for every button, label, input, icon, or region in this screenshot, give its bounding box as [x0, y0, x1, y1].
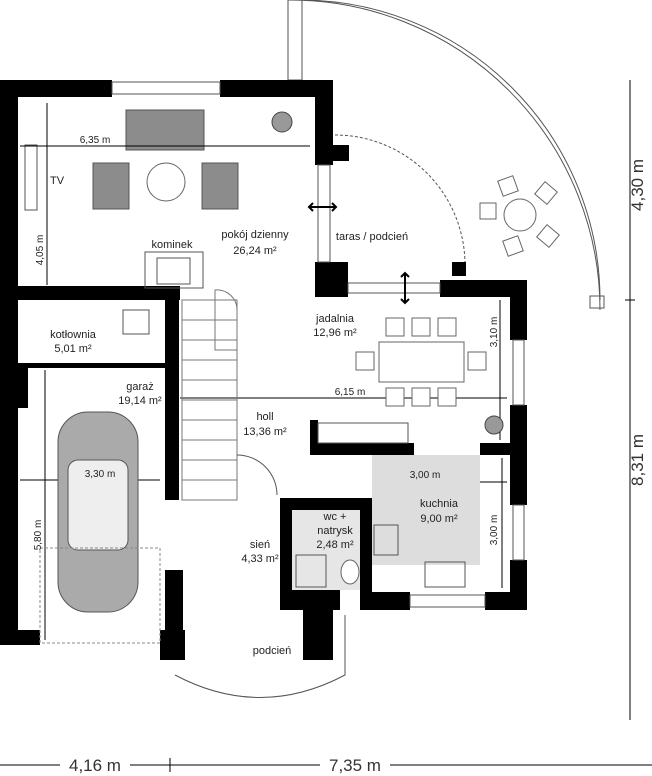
sink — [424, 561, 466, 588]
dim-overall-right-bottom: 8,31 m — [628, 434, 647, 486]
vestibule-name: sień — [250, 539, 270, 551]
dining-room-area: 12,96 m² — [313, 327, 357, 339]
kitchen-island-area — [372, 455, 480, 565]
garage-door-outline — [39, 547, 161, 644]
dim-overall-right-top: 4,30 m — [628, 159, 647, 211]
door-swing — [236, 454, 278, 496]
living-room-name: pokój dzienny — [221, 229, 289, 241]
garage-area: 19,14 m² — [118, 395, 162, 407]
boiler-unit — [122, 309, 150, 335]
dining-door-arrow-icon — [400, 271, 410, 305]
shower — [295, 554, 327, 588]
dim-overall-bottom-right: 7,35 m — [329, 756, 381, 775]
garage-name: garaż — [126, 381, 154, 393]
terrace-door-arrow-icon — [307, 202, 338, 212]
wc-name-line1: wc + — [323, 511, 347, 523]
hall-name: holl — [256, 411, 273, 423]
porch-name: podcień — [253, 645, 292, 657]
toilet — [340, 559, 360, 585]
dim-garage-width: 3,30 m — [85, 469, 116, 480]
dim-dining-width: 6,15 m — [335, 387, 366, 398]
living-room-area: 26,24 m² — [233, 245, 277, 257]
kitchen-area: 9,00 m² — [420, 513, 458, 525]
terrace-label: taras / podcień — [336, 231, 408, 243]
kitchen-name: kuchnia — [420, 498, 459, 510]
dim-living-depth: 4,05 m — [35, 235, 46, 266]
vestibule-area: 4,33 m² — [241, 553, 279, 565]
fireplace-label: kominek — [152, 239, 193, 251]
dining-room-name: jadalnia — [315, 313, 355, 325]
dining-furniture — [317, 317, 504, 444]
living-furniture — [24, 109, 293, 289]
windows — [111, 81, 525, 608]
stairs — [181, 289, 238, 501]
terrace — [287, 0, 605, 311]
dim-dining-depth: 3,10 m — [489, 317, 500, 348]
dim-living-width: 6,35 m — [80, 135, 111, 146]
stove — [373, 524, 399, 556]
dim-overall-bottom-left: 4,16 m — [69, 756, 121, 775]
wc-area: 2,48 m² — [316, 539, 354, 551]
wc-name: natrysk — [317, 525, 353, 537]
car — [57, 411, 139, 613]
porch-outline — [174, 615, 346, 698]
walls — [0, 80, 527, 660]
dim-kitchen-width: 3,00 m — [410, 470, 441, 481]
boiler-room-area: 5,01 m² — [54, 343, 92, 355]
dim-garage-depth: 5,80 m — [33, 520, 44, 551]
dim-kitchen-depth: 3,00 m — [489, 515, 500, 546]
tv-label: TV — [50, 175, 65, 187]
boiler-room-name: kotłownia — [50, 329, 97, 341]
hall-area: 13,36 m² — [243, 426, 287, 438]
